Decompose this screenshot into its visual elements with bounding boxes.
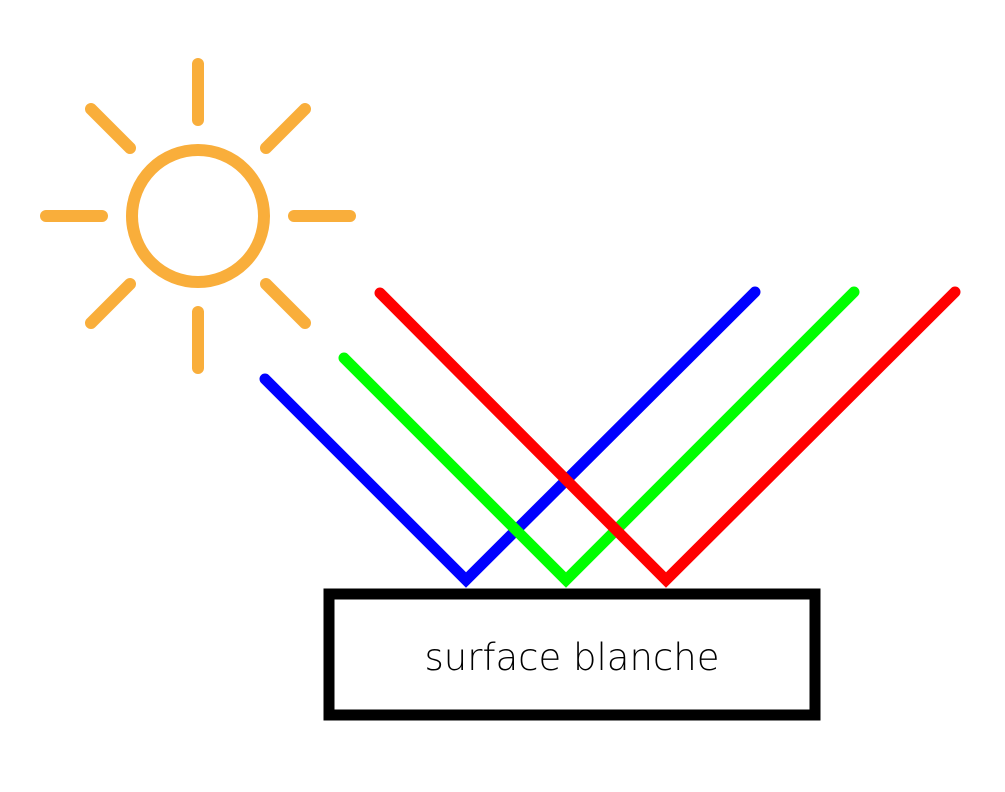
sun-ray-bottom-left xyxy=(85,278,136,329)
white-surface-box xyxy=(323,588,821,721)
red-light-ray xyxy=(374,286,961,588)
sun-ray-top-left xyxy=(85,103,136,154)
sun-ray-top-right xyxy=(260,103,311,154)
sun-disc xyxy=(126,144,270,288)
blue-light-ray xyxy=(259,286,761,588)
surface-label: surface blanche xyxy=(425,636,720,679)
sun-ray-bottom-right xyxy=(260,278,311,329)
sun-icon xyxy=(40,58,356,374)
green-light-ray xyxy=(338,286,860,588)
